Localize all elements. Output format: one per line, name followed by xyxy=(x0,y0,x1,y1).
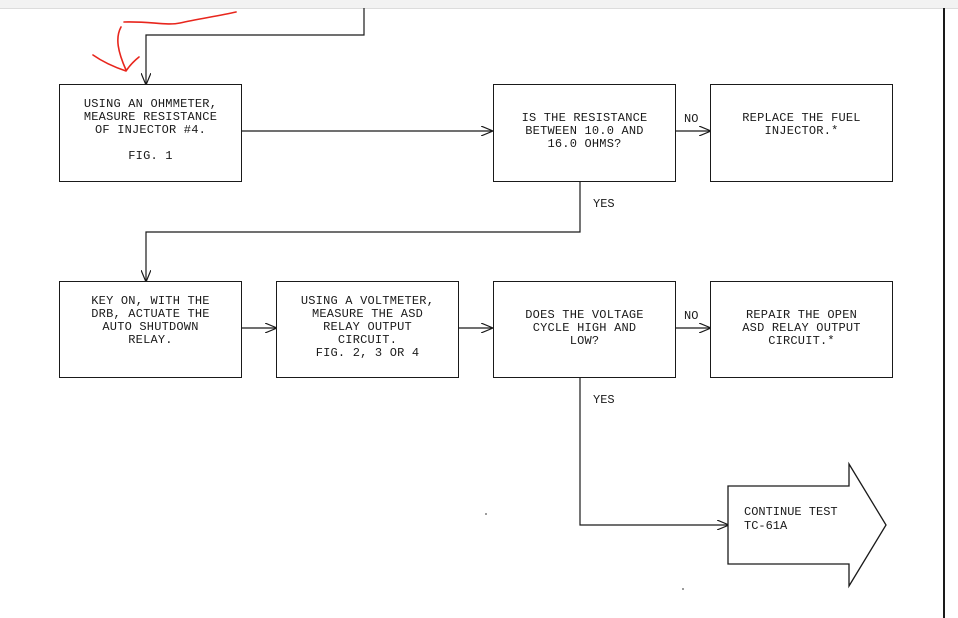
continue-test-label: CONTINUE TEST TC-61A xyxy=(744,505,838,533)
repair-circuit-box: REPAIR THE OPEN ASD RELAY OUTPUT CIRCUIT… xyxy=(710,281,893,378)
scan-dot xyxy=(485,513,487,515)
yes-label-resistance: YES xyxy=(593,197,615,211)
continue-test-arrow-shape xyxy=(727,461,887,589)
key-on-box: KEY ON, WITH THE DRB, ACTUATE THE AUTO S… xyxy=(59,281,242,378)
resistance-check-box: IS THE RESISTANCE BETWEEN 10.0 AND 16.0 … xyxy=(493,84,676,182)
replace-injector-box: REPLACE THE FUEL INJECTOR.* xyxy=(710,84,893,182)
no-label-resistance: NO xyxy=(684,112,699,126)
no-label-voltage: NO xyxy=(684,309,699,323)
arrow-yes-to-continue xyxy=(579,378,728,525)
scan-dot xyxy=(682,588,684,590)
red-annotation-arrow xyxy=(92,26,140,72)
voltage-check-box: DOES THE VOLTAGE CYCLE HIGH AND LOW? xyxy=(493,281,676,378)
entry-connector xyxy=(146,8,365,84)
measure-injector-box: USING AN OHMMETER, MEASURE RESISTANCE OF… xyxy=(59,84,242,182)
top-strip xyxy=(0,0,958,9)
arrow-yes-to-key-on xyxy=(146,182,581,281)
yes-label-voltage: YES xyxy=(593,393,615,407)
voltmeter-box: USING A VOLTMETER, MEASURE THE ASD RELAY… xyxy=(276,281,459,378)
red-annotation-stroke xyxy=(123,11,237,25)
